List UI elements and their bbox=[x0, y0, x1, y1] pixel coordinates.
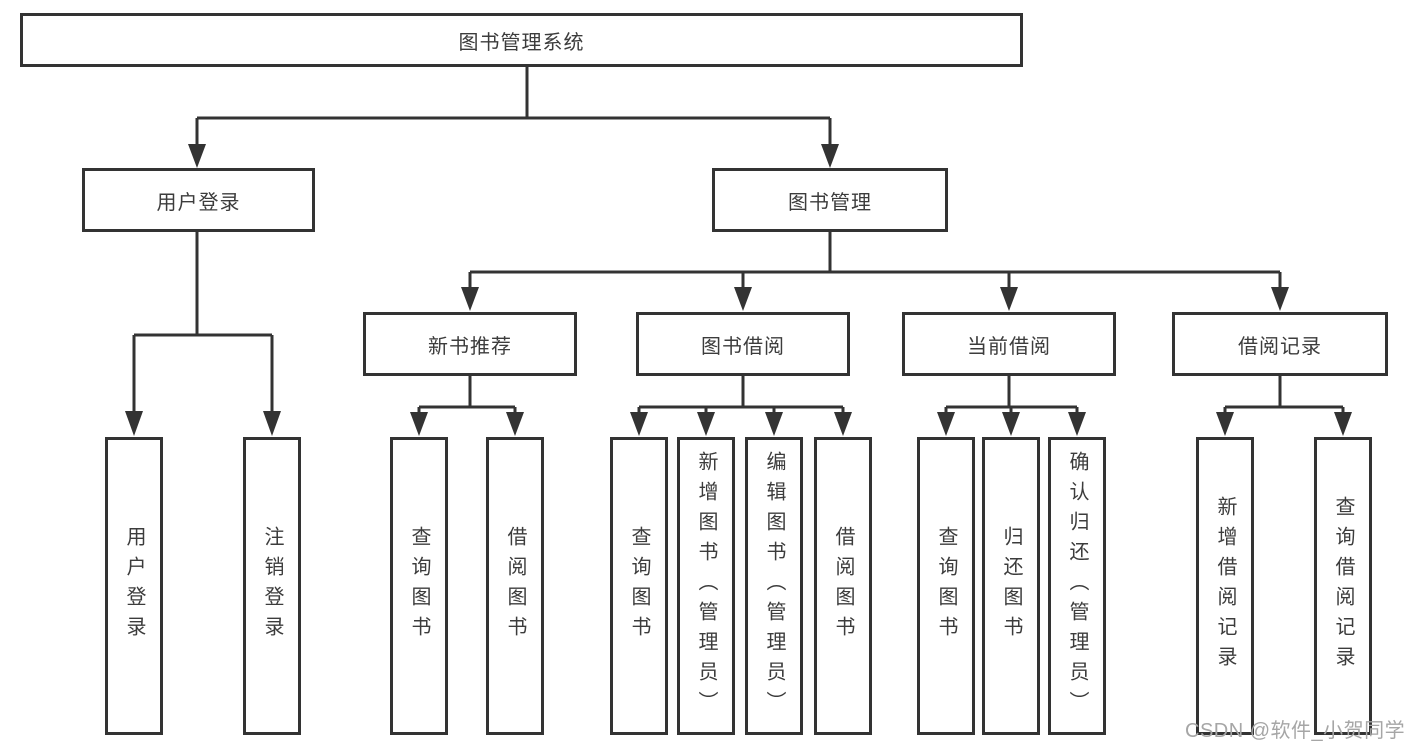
arrowhead-icon bbox=[821, 144, 839, 168]
csdn-watermark: CSDN @软件_小贺同学 bbox=[1185, 720, 1405, 742]
leaf-label: 确认归还（管理员） bbox=[1066, 451, 1088, 721]
arrowhead-icon bbox=[506, 412, 524, 436]
leaf-current-confirm-return-admin: 确认归还（管理员） bbox=[1048, 437, 1106, 735]
node-borrowing-records: 借阅记录 bbox=[1172, 312, 1388, 376]
arrowhead-icon bbox=[461, 287, 479, 311]
arrowhead-icon bbox=[765, 412, 783, 436]
edge-new-books-to-children bbox=[410, 376, 524, 436]
leaf-borrowing-borrow-books: 借阅图书 bbox=[814, 437, 872, 735]
leaf-label: 新增借阅记录 bbox=[1214, 496, 1236, 676]
arrowhead-icon bbox=[834, 412, 852, 436]
arrowhead-icon bbox=[1000, 287, 1018, 311]
arrowhead-icon bbox=[1271, 287, 1289, 311]
leaf-logout: 注销登录 bbox=[243, 437, 301, 735]
arrowhead-icon bbox=[734, 287, 752, 311]
edge-user-login-to-children bbox=[125, 232, 281, 436]
leaf-newbooks-borrow-books: 借阅图书 bbox=[486, 437, 544, 735]
arrowhead-icon bbox=[410, 412, 428, 436]
leaf-records-add-borrow-record: 新增借阅记录 bbox=[1196, 437, 1254, 735]
leaf-current-return-books: 归还图书 bbox=[982, 437, 1040, 735]
leaf-label: 编辑图书（管理员） bbox=[763, 451, 785, 721]
edge-current-borrow-to-children bbox=[937, 376, 1086, 436]
leaf-label: 新增图书（管理员） bbox=[695, 451, 717, 721]
leaf-label: 查询图书 bbox=[935, 526, 957, 646]
leaf-borrowing-edit-books-admin: 编辑图书（管理员） bbox=[745, 437, 803, 735]
leaf-borrowing-search-books: 查询图书 bbox=[610, 437, 668, 735]
leaf-records-search-borrow-record: 查询借阅记录 bbox=[1314, 437, 1372, 735]
node-new-book-recommend: 新书推荐 bbox=[363, 312, 577, 376]
leaf-user-login: 用户登录 bbox=[105, 437, 163, 735]
node-book-management: 图书管理 bbox=[712, 168, 948, 232]
leaf-label: 查询图书 bbox=[628, 526, 650, 646]
leaf-label: 查询图书 bbox=[408, 526, 430, 646]
arrowhead-icon bbox=[1002, 412, 1020, 436]
leaf-label: 用户登录 bbox=[123, 526, 145, 646]
node-user-login: 用户登录 bbox=[82, 168, 315, 232]
leaf-newbooks-search-books: 查询图书 bbox=[390, 437, 448, 735]
arrowhead-icon bbox=[630, 412, 648, 436]
leaf-label: 查询借阅记录 bbox=[1332, 496, 1354, 676]
edge-book-mgmt-to-children bbox=[461, 232, 1289, 311]
arrowhead-icon bbox=[1068, 412, 1086, 436]
leaf-label: 归还图书 bbox=[1000, 526, 1022, 646]
edge-book-borrow-to-children bbox=[630, 376, 852, 436]
node-current-borrowing: 当前借阅 bbox=[902, 312, 1116, 376]
arrowhead-icon bbox=[697, 412, 715, 436]
arrowhead-icon bbox=[188, 144, 206, 168]
leaf-borrowing-add-books-admin: 新增图书（管理员） bbox=[677, 437, 735, 735]
edge-root-to-children bbox=[188, 67, 839, 168]
edge-records-to-children bbox=[1216, 376, 1352, 436]
arrowhead-icon bbox=[125, 411, 143, 436]
leaf-label: 借阅图书 bbox=[504, 526, 526, 646]
node-root: 图书管理系统 bbox=[20, 13, 1023, 67]
leaf-current-search-books: 查询图书 bbox=[917, 437, 975, 735]
arrowhead-icon bbox=[937, 412, 955, 436]
arrowhead-icon bbox=[1334, 412, 1352, 436]
arrowhead-icon bbox=[263, 411, 281, 436]
leaf-label: 借阅图书 bbox=[832, 526, 854, 646]
arrowhead-icon bbox=[1216, 412, 1234, 436]
node-book-borrowing: 图书借阅 bbox=[636, 312, 850, 376]
leaf-label: 注销登录 bbox=[261, 526, 283, 646]
